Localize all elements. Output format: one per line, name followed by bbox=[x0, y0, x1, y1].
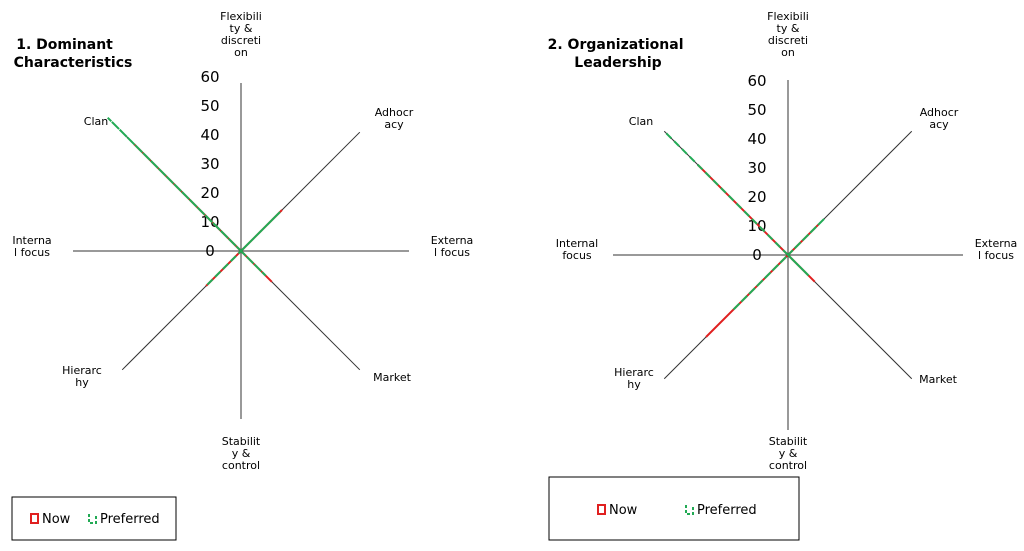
legend: Now Preferred bbox=[11, 496, 177, 541]
legend-swatch-now bbox=[30, 513, 39, 524]
legend-label-now: Now bbox=[42, 512, 71, 527]
tick-label: 40 bbox=[200, 126, 219, 144]
legend: Now Preferred bbox=[548, 476, 800, 541]
radar-series bbox=[664, 131, 826, 338]
tick-label: 20 bbox=[200, 184, 219, 202]
radar-chart-dominant-characteristics: 1. Dominant Characteristics 0 10 20 30 40 50 6… bbox=[11, 10, 473, 541]
tick-label: 10 bbox=[200, 213, 219, 231]
chart-title: 1. Dominant Characteristics bbox=[14, 37, 133, 71]
tick-label: 50 bbox=[747, 101, 766, 119]
legend-label-preferred: Preferred bbox=[100, 512, 160, 527]
legend-label-preferred: Preferred bbox=[697, 503, 757, 518]
tick-label: 40 bbox=[747, 130, 766, 148]
radar-chart-organizational-leadership: 2. Organizational Leadership 0 10 20 30 40 50… bbox=[548, 10, 1018, 541]
tick-label: 20 bbox=[747, 188, 766, 206]
tick-label: 30 bbox=[200, 155, 219, 173]
axis-label-market: Market bbox=[919, 373, 957, 386]
radar-axes: 0 10 20 30 40 50 60 bbox=[73, 68, 409, 419]
tick-label: 10 bbox=[747, 217, 766, 235]
tick-label: 60 bbox=[747, 72, 766, 90]
radar-series bbox=[106, 116, 283, 287]
legend-box bbox=[548, 476, 800, 541]
series-line-preferred bbox=[106, 116, 281, 287]
legend-swatch-preferred bbox=[685, 505, 694, 515]
legend-swatch-now bbox=[597, 504, 606, 515]
radar-axes: 0 10 20 30 40 50 60 bbox=[613, 72, 963, 430]
legend-swatch-preferred bbox=[88, 514, 97, 524]
legend-box bbox=[11, 496, 177, 541]
chart-title: 2. Organizational Leadership bbox=[548, 37, 689, 71]
axis-label-clan: Clan bbox=[629, 115, 653, 128]
tick-label: 30 bbox=[747, 159, 766, 177]
tick-label: 0 bbox=[752, 246, 762, 264]
tick-label: 50 bbox=[200, 97, 219, 115]
legend-label-now: Now bbox=[609, 503, 638, 518]
axis-label-market: Market bbox=[373, 371, 411, 384]
series-line-preferred bbox=[664, 131, 826, 312]
tick-label: 60 bbox=[200, 68, 219, 86]
axis-label-clan: Clan bbox=[84, 115, 108, 128]
tick-label: 0 bbox=[205, 242, 215, 260]
